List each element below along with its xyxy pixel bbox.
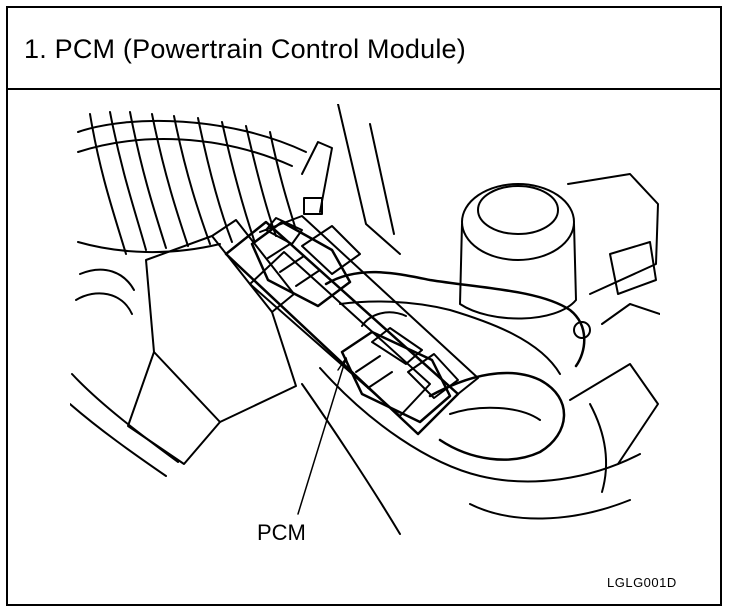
figure-frame: 1. PCM (Powertrain Control Module): [6, 6, 722, 606]
pcm-callout-line: [297, 357, 347, 515]
engine-bay-floor: [301, 363, 659, 535]
pcm-connector-lower: [340, 327, 459, 424]
section-title: 1. PCM (Powertrain Control Module): [24, 34, 466, 64]
figure-code: LGLG001D: [607, 575, 677, 590]
pcm-illustration: [70, 104, 660, 535]
header-bar: 1. PCM (Powertrain Control Module): [8, 8, 720, 90]
pcm-callout-label: PCM: [257, 520, 306, 545]
coolant-reservoir: [459, 173, 660, 339]
wire-harness: [324, 270, 586, 461]
pcm-callout-arrow: [337, 357, 351, 373]
intake-hose: [75, 111, 307, 315]
pcm-connector-upper: [250, 217, 361, 308]
mount-bracket: [301, 104, 401, 255]
air-box: [70, 219, 297, 477]
